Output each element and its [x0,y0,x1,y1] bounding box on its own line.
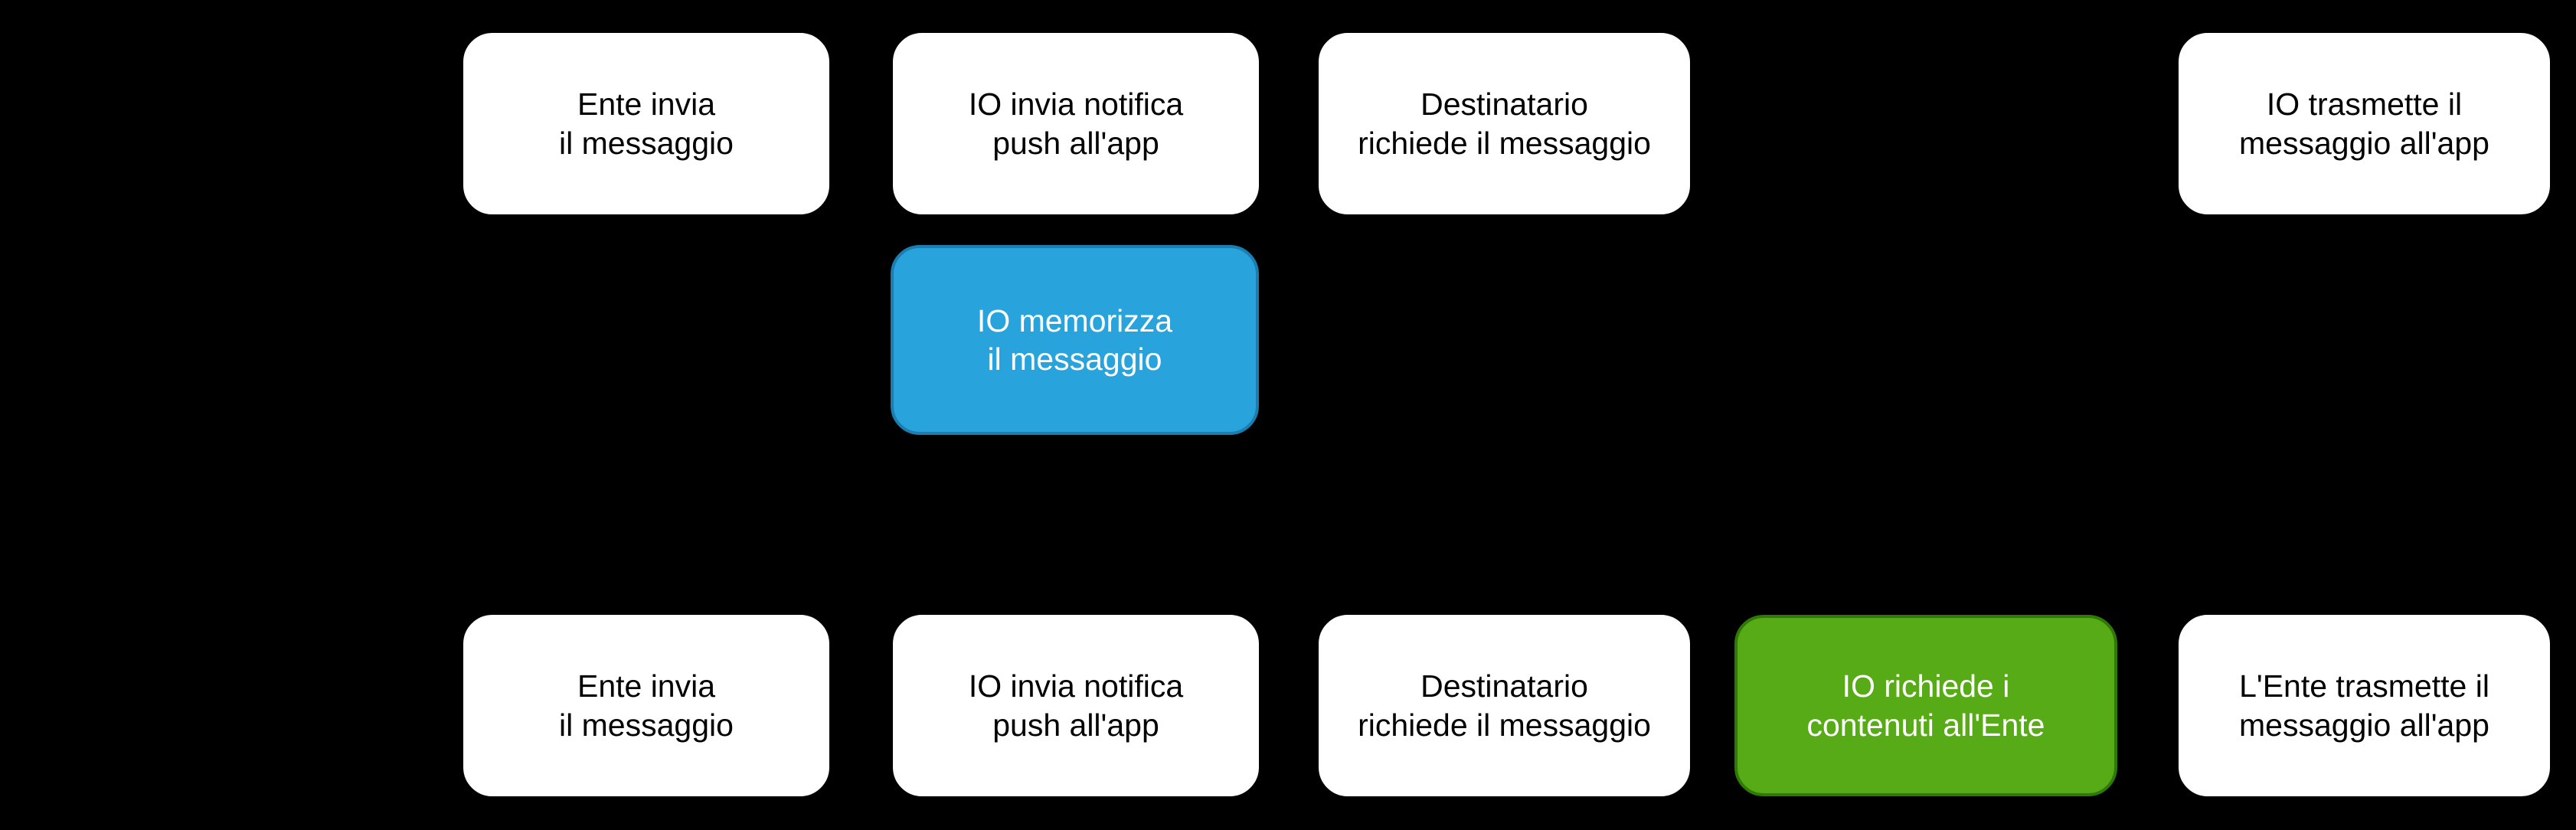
label-line-2: il messaggio [987,341,1162,377]
label-line-1: Destinatario [1420,87,1588,123]
label-line-2: push all'app [992,125,1159,161]
label-line-1: Ente invia [577,87,716,123]
label-line-1: L'Ente trasmette il [2239,668,2489,704]
label-line-2: richiede il messaggio [1358,125,1651,161]
label-line-1: IO invia notifica [968,668,1184,704]
label-line-1: Destinatario [1420,668,1588,704]
label-line-2: il messaggio [559,125,734,161]
label-line-2: messaggio all'app [2239,125,2489,161]
label-line-2: messaggio all'app [2239,707,2489,743]
label-line-1: IO richiede i [1842,668,2010,704]
label-line-2: contenuti all'Ente [1806,707,2045,743]
label-line-1: IO invia notifica [968,87,1184,123]
label-line-2: il messaggio [559,707,734,743]
label-line-2: richiede il messaggio [1358,707,1651,743]
label-line-1: IO memorizza [976,302,1173,338]
label-line-1: IO trasmette il [2266,87,2463,123]
label-line-1: Ente invia [577,668,716,704]
label-line-2: push all'app [992,707,1159,743]
